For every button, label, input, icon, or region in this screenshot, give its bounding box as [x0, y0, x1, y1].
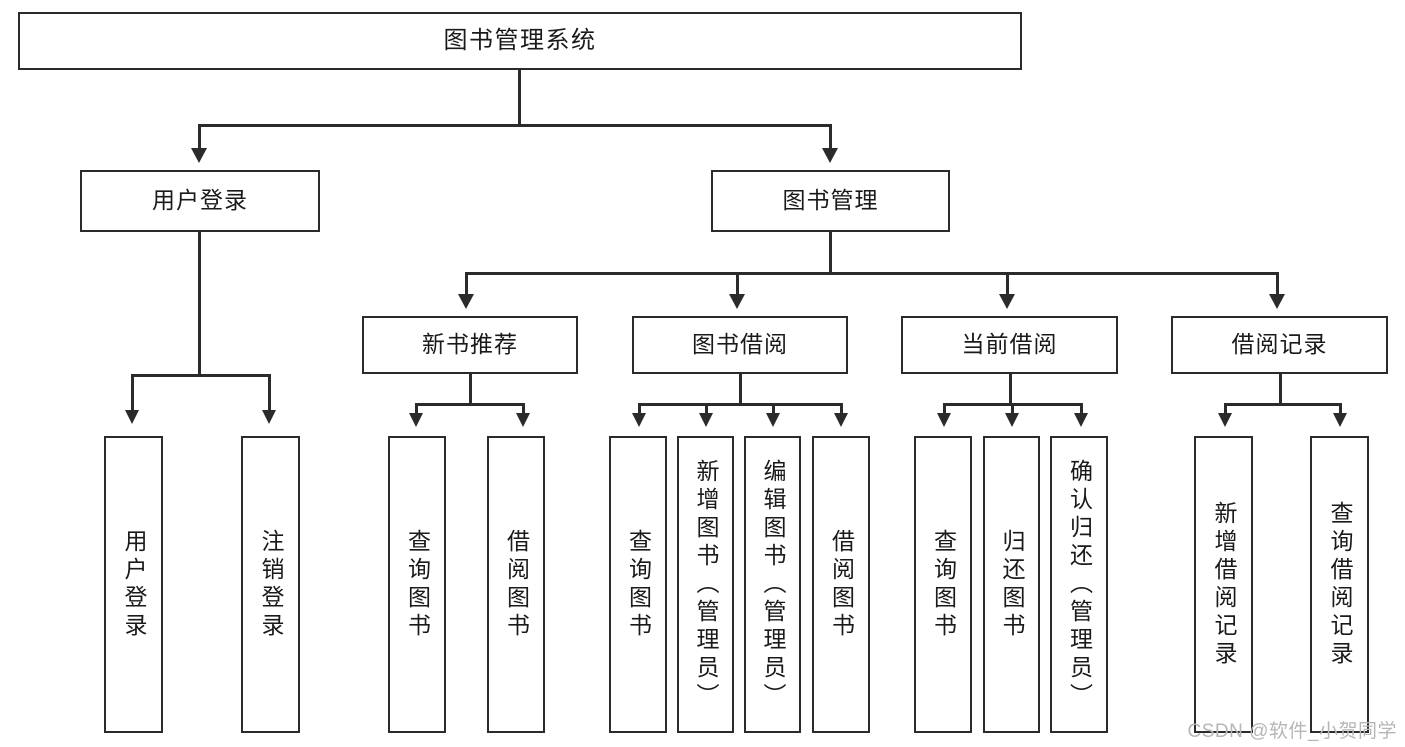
connector-book-borrow-leaf-1 [638, 403, 641, 415]
connector-book-borrow-bus [638, 403, 843, 406]
connector-to-new-book-rec [465, 272, 468, 296]
node-leaf-logout[interactable]: 注销登录 [241, 436, 300, 733]
node-label: 图书管理 [782, 187, 879, 214]
arrowhead-leaf-edit-book [766, 413, 780, 427]
connector-borrow-record-trunk [1279, 374, 1282, 406]
node-label: 用户登录 [121, 528, 147, 641]
node-label: 当前借阅 [961, 331, 1058, 358]
connector-current-borrow-leaf-3 [1080, 403, 1083, 415]
arrowhead-leaf-borrow-book-2 [834, 413, 848, 427]
connector-current-borrow-leaf-2 [1011, 403, 1014, 415]
arrowhead-leaf-return-book [1005, 413, 1019, 427]
node-leaf-add-record[interactable]: 新增借阅记录 [1194, 436, 1253, 733]
node-label: 编辑图书（管理员） [760, 458, 786, 711]
arrowhead-leaf-confirm-return [1074, 413, 1088, 427]
connector-borrow-record-bus [1224, 403, 1342, 406]
node-leaf-return-book[interactable]: 归还图书 [983, 436, 1040, 733]
node-label: 新增图书（管理员） [693, 458, 719, 711]
node-leaf-query-record[interactable]: 查询借阅记录 [1310, 436, 1369, 733]
node-label: 查询图书 [625, 528, 652, 641]
connector-user-login-leaf-2 [268, 374, 271, 412]
node-root-system[interactable]: 图书管理系统 [18, 12, 1022, 70]
connector-to-current-borrow [1006, 272, 1009, 296]
arrowhead-new-book-rec [458, 294, 474, 309]
node-leaf-edit-book[interactable]: 编辑图书（管理员） [744, 436, 801, 733]
node-label: 查询借阅记录 [1327, 500, 1353, 669]
node-label: 用户登录 [152, 187, 248, 214]
node-leaf-add-book[interactable]: 新增图书（管理员） [677, 436, 734, 733]
connector-to-book-manage [829, 124, 832, 149]
node-label: 注销登录 [258, 528, 284, 641]
connector-book-borrow-leaf-3 [772, 403, 775, 415]
node-label: 确认归还（管理员） [1066, 458, 1093, 711]
connector-book-manage-trunk [829, 232, 832, 274]
node-label: 新书推荐 [422, 331, 518, 358]
arrowhead-leaf-query-book-2 [632, 413, 646, 427]
node-leaf-query-book-1[interactable]: 查询图书 [388, 436, 446, 733]
connector-user-login-bus [131, 374, 270, 377]
connector-root-trunk [518, 70, 521, 126]
node-leaf-borrow-book-2[interactable]: 借阅图书 [812, 436, 870, 733]
node-new-book-rec[interactable]: 新书推荐 [362, 316, 578, 374]
node-leaf-borrow-book-1[interactable]: 借阅图书 [487, 436, 545, 733]
node-leaf-query-book-3[interactable]: 查询图书 [914, 436, 972, 733]
node-label: 查询图书 [930, 528, 957, 641]
connector-to-user-login [198, 124, 201, 149]
arrowhead-leaf-add-book [699, 413, 713, 427]
node-current-borrow[interactable]: 当前借阅 [901, 316, 1118, 374]
connector-level3-bus [465, 272, 1279, 275]
arrowhead-borrow-record [1269, 294, 1285, 309]
connector-level2-bus [198, 124, 832, 127]
node-label: 归还图书 [999, 528, 1025, 641]
node-label: 借阅图书 [503, 528, 530, 641]
arrowhead-book-manage [822, 148, 838, 163]
arrowhead-current-borrow [999, 294, 1015, 309]
arrowhead-leaf-query-book-1 [409, 413, 423, 427]
arrowhead-leaf-query-book-3 [937, 413, 951, 427]
arrowhead-user-login [191, 148, 207, 163]
arrowhead-leaf-user-login [125, 410, 139, 424]
node-label: 图书管理系统 [443, 26, 597, 54]
connector-new-book-rec-bus [415, 403, 525, 406]
node-label: 借阅图书 [828, 528, 855, 641]
connector-book-borrow-leaf-2 [705, 403, 708, 415]
arrowhead-leaf-query-record [1333, 413, 1347, 427]
connector-borrow-record-leaf-2 [1339, 403, 1342, 415]
connector-new-book-rec-leaf-1 [415, 403, 418, 415]
connector-book-borrow-trunk [739, 374, 742, 406]
connector-to-book-borrow [736, 272, 739, 296]
connector-book-borrow-leaf-4 [840, 403, 843, 415]
node-label: 借阅记录 [1231, 331, 1328, 358]
arrowhead-leaf-add-record [1218, 413, 1232, 427]
connector-user-login-leaf-1 [131, 374, 134, 412]
connector-current-borrow-trunk [1009, 374, 1012, 406]
node-label: 图书借阅 [692, 331, 788, 358]
node-book-borrow[interactable]: 图书借阅 [632, 316, 848, 374]
node-label: 查询图书 [404, 528, 431, 641]
connector-borrow-record-leaf-1 [1224, 403, 1227, 415]
node-borrow-record[interactable]: 借阅记录 [1171, 316, 1388, 374]
node-leaf-query-book-2[interactable]: 查询图书 [609, 436, 667, 733]
node-leaf-user-login[interactable]: 用户登录 [104, 436, 163, 733]
connector-user-login-trunk [198, 232, 201, 376]
arrowhead-leaf-borrow-book-1 [516, 413, 530, 427]
arrowhead-leaf-logout [262, 410, 276, 424]
node-leaf-confirm-return[interactable]: 确认归还（管理员） [1050, 436, 1108, 733]
node-book-manage[interactable]: 图书管理 [711, 170, 950, 232]
connector-new-book-rec-leaf-2 [522, 403, 525, 415]
connector-to-borrow-record [1276, 272, 1279, 296]
node-label: 新增借阅记录 [1211, 500, 1237, 669]
connector-new-book-rec-trunk [469, 374, 472, 406]
connector-current-borrow-leaf-1 [943, 403, 946, 415]
arrowhead-book-borrow [729, 294, 745, 309]
node-user-login[interactable]: 用户登录 [80, 170, 320, 232]
